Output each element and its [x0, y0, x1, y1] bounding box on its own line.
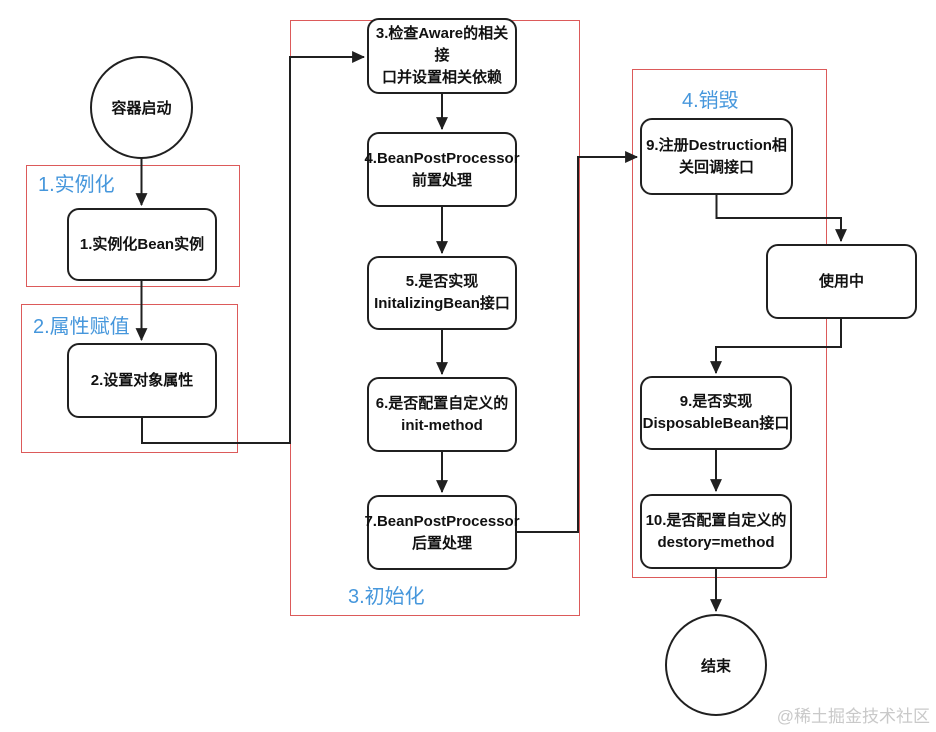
group-label-property-assignment: 2.属性赋值: [33, 316, 130, 338]
node-custom-destroy-method: 10.是否配置自定义的 destory=method: [640, 494, 792, 569]
group-label-initialization: 3.初始化: [348, 586, 425, 608]
group-label-instantiation: 1.实例化: [38, 174, 115, 196]
node-disposablebean-interface: 9.是否实现 DisposableBean接口: [640, 376, 792, 450]
node-register-destruction-callbacks: 9.注册Destruction相 关回调接口: [640, 118, 793, 195]
node-instantiate-bean: 1.实例化Bean实例: [67, 208, 217, 281]
node-beanpostprocessor-before: 4.BeanPostProcessor 前置处理: [364, 132, 520, 207]
node-initializingbean-interface: 5.是否实现 InitalizingBean接口: [367, 256, 517, 330]
connector-n7-to-n9a: [517, 151, 639, 533]
node-in-use: 使用中: [766, 244, 917, 319]
group-frame-instantiation: [26, 165, 240, 287]
connector-inuse-to-n9b: [710, 319, 842, 375]
end-node: 结束: [665, 614, 767, 716]
start-node-container-startup: 容器启动: [90, 56, 193, 159]
group-frame-property-assignment: [21, 304, 238, 453]
group-label-destruction: 4.销毁: [682, 90, 739, 112]
node-set-object-properties: 2.设置对象属性: [67, 343, 217, 418]
connector-n2-to-n3: [141, 51, 366, 444]
node-beanpostprocessor-after: 7.BeanPostProcessor 后置处理: [364, 495, 520, 570]
node-custom-init-method: 6.是否配置自定义的 init-method: [367, 377, 517, 452]
connector-n9a-to-inuse: [715, 195, 847, 243]
node-check-aware-interfaces: 3.检查Aware的相关接 口并设置相关依赖: [367, 18, 517, 94]
group-frame-destruction: [632, 69, 827, 578]
watermark-juejin-community: @稀土掘金技术社区: [776, 707, 930, 726]
